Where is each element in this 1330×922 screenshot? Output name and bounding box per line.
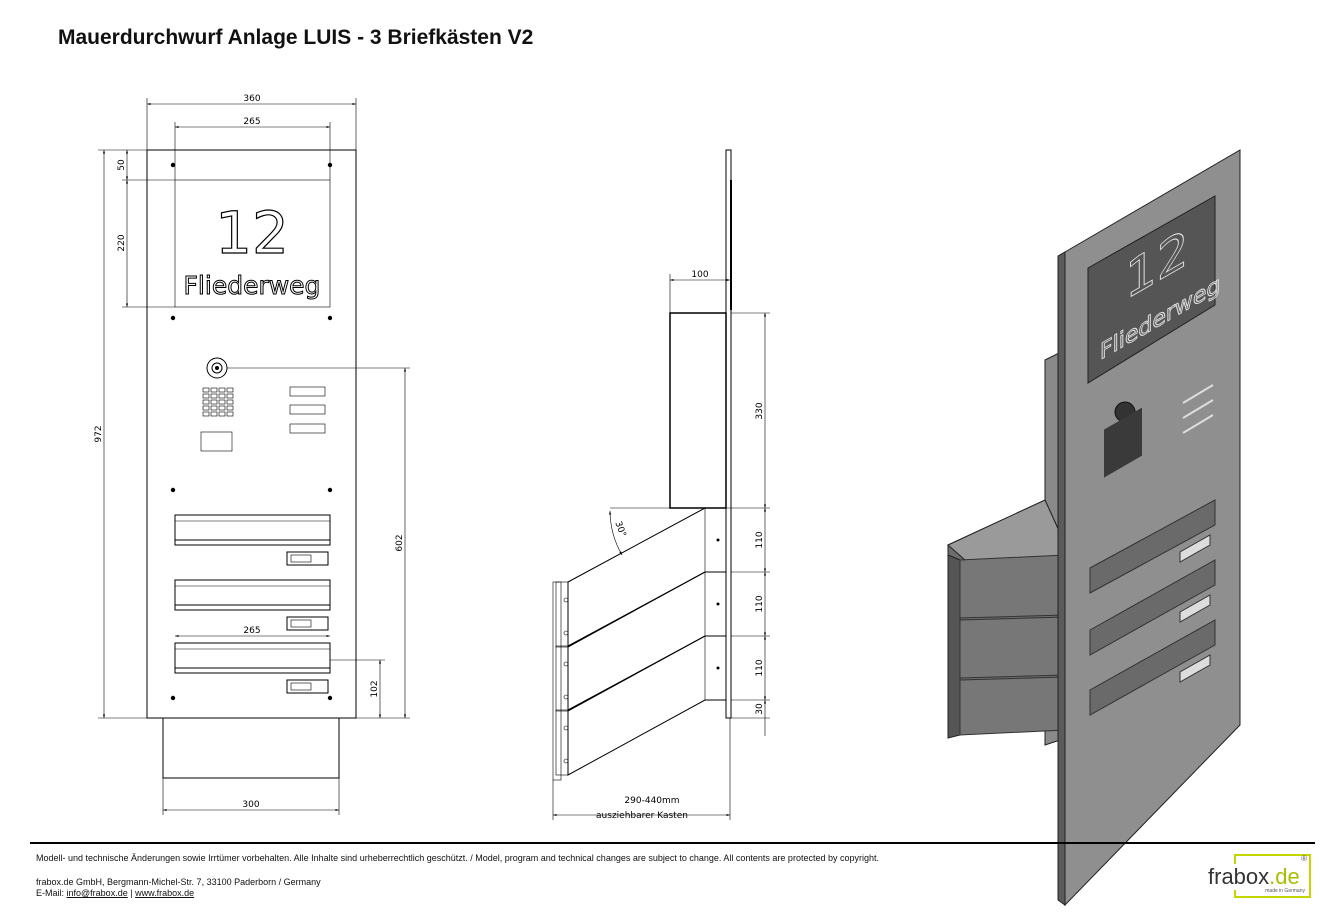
logo-reg: ® bbox=[1301, 854, 1307, 863]
keypad-key bbox=[210, 393, 218, 399]
frabox-logo: frabox.de ® made in Germany bbox=[1206, 854, 1311, 898]
keypad-key bbox=[210, 387, 218, 393]
drawer-1 bbox=[567, 507, 727, 648]
keypad-key bbox=[218, 405, 226, 411]
footer-address: frabox.de GmbH, Bergmann-Michel-Str. 7, … bbox=[36, 877, 321, 887]
keypad-key bbox=[218, 387, 226, 393]
dim-bottom: 30 bbox=[755, 703, 765, 715]
dim-slot-3: 110 bbox=[755, 659, 765, 676]
front-view: 12 Fliederweg bbox=[146, 149, 410, 779]
dim-top-offset: 50 bbox=[117, 159, 127, 171]
keypad-key bbox=[218, 393, 226, 399]
letter-slot-1 bbox=[174, 514, 331, 546]
dim-angle: 30° bbox=[612, 520, 627, 538]
keypad-key bbox=[226, 387, 234, 393]
street-name: Fliederweg bbox=[184, 271, 321, 300]
dim-extend-label: ausziehbarer Kasten bbox=[596, 811, 688, 821]
keypad-key bbox=[226, 393, 234, 399]
keypad-key bbox=[218, 399, 226, 405]
email-link[interactable]: info@frabox.de bbox=[66, 888, 128, 898]
dim-slot-1: 110 bbox=[755, 531, 765, 548]
keypad-key bbox=[226, 405, 234, 411]
keypad-key bbox=[226, 399, 234, 405]
keypad-key bbox=[210, 399, 218, 405]
dim-box-height: 102 bbox=[370, 680, 380, 697]
keypad-key bbox=[210, 405, 218, 411]
dim-box-width: 265 bbox=[243, 626, 260, 636]
dim-sleeve-width: 300 bbox=[242, 800, 259, 810]
keypad-key bbox=[202, 405, 210, 411]
separator: | bbox=[130, 888, 133, 898]
dim-width-total: 360 bbox=[243, 94, 260, 104]
page-title: Mauerdurchwurf Anlage LUIS - 3 Briefkäst… bbox=[58, 26, 534, 49]
bell-button-2 bbox=[289, 404, 326, 415]
keypad-key bbox=[210, 411, 218, 417]
dim-extend-range: 290-440mm bbox=[624, 796, 679, 806]
keypad-key bbox=[218, 411, 226, 417]
side-view bbox=[552, 149, 732, 781]
keypad-key bbox=[226, 411, 234, 417]
keypad bbox=[202, 387, 234, 417]
logo-tagline: made in Germany bbox=[1265, 888, 1305, 894]
camera-icon bbox=[206, 357, 228, 379]
keypad-key bbox=[202, 387, 210, 393]
dim-plate-height: 220 bbox=[117, 234, 127, 251]
dim-width-plate: 265 bbox=[243, 117, 260, 127]
footer-disclaimer: Modell- und technische Änderungen sowie … bbox=[36, 853, 879, 863]
keypad-key bbox=[202, 399, 210, 405]
letter-slot-3 bbox=[174, 642, 331, 674]
footer-divider bbox=[30, 842, 1315, 844]
name-label-2 bbox=[286, 616, 329, 631]
email-label: E-Mail: bbox=[36, 888, 65, 898]
dim-depth: 100 bbox=[691, 270, 708, 280]
bell-button-3 bbox=[289, 423, 326, 434]
isometric-view: 12 Fliederweg bbox=[947, 149, 1241, 907]
display bbox=[200, 431, 233, 452]
keypad-key bbox=[202, 411, 210, 417]
logo-tld: .de bbox=[1269, 864, 1300, 889]
drawer-3 bbox=[567, 635, 727, 776]
keypad-key bbox=[202, 393, 210, 399]
dim-bell-bottom: 602 bbox=[395, 534, 405, 551]
footer-contact: E-Mail: info@frabox.de | www.frabox.de bbox=[36, 888, 194, 898]
name-label-3 bbox=[286, 679, 329, 694]
side-dimensions bbox=[552, 274, 770, 820]
house-number: 12 bbox=[215, 199, 289, 267]
dim-box-depth-height: 330 bbox=[755, 402, 765, 419]
bell-button-1 bbox=[289, 386, 326, 397]
dim-total-height: 972 bbox=[94, 425, 104, 442]
website-link[interactable]: www.frabox.de bbox=[135, 888, 195, 898]
dim-slot-2: 110 bbox=[755, 595, 765, 612]
drawer-2 bbox=[567, 571, 727, 712]
letter-slot-2 bbox=[174, 579, 331, 611]
logo-word: frabox bbox=[1208, 864, 1270, 889]
front-dimensions bbox=[98, 98, 410, 815]
name-label-1 bbox=[286, 551, 329, 566]
